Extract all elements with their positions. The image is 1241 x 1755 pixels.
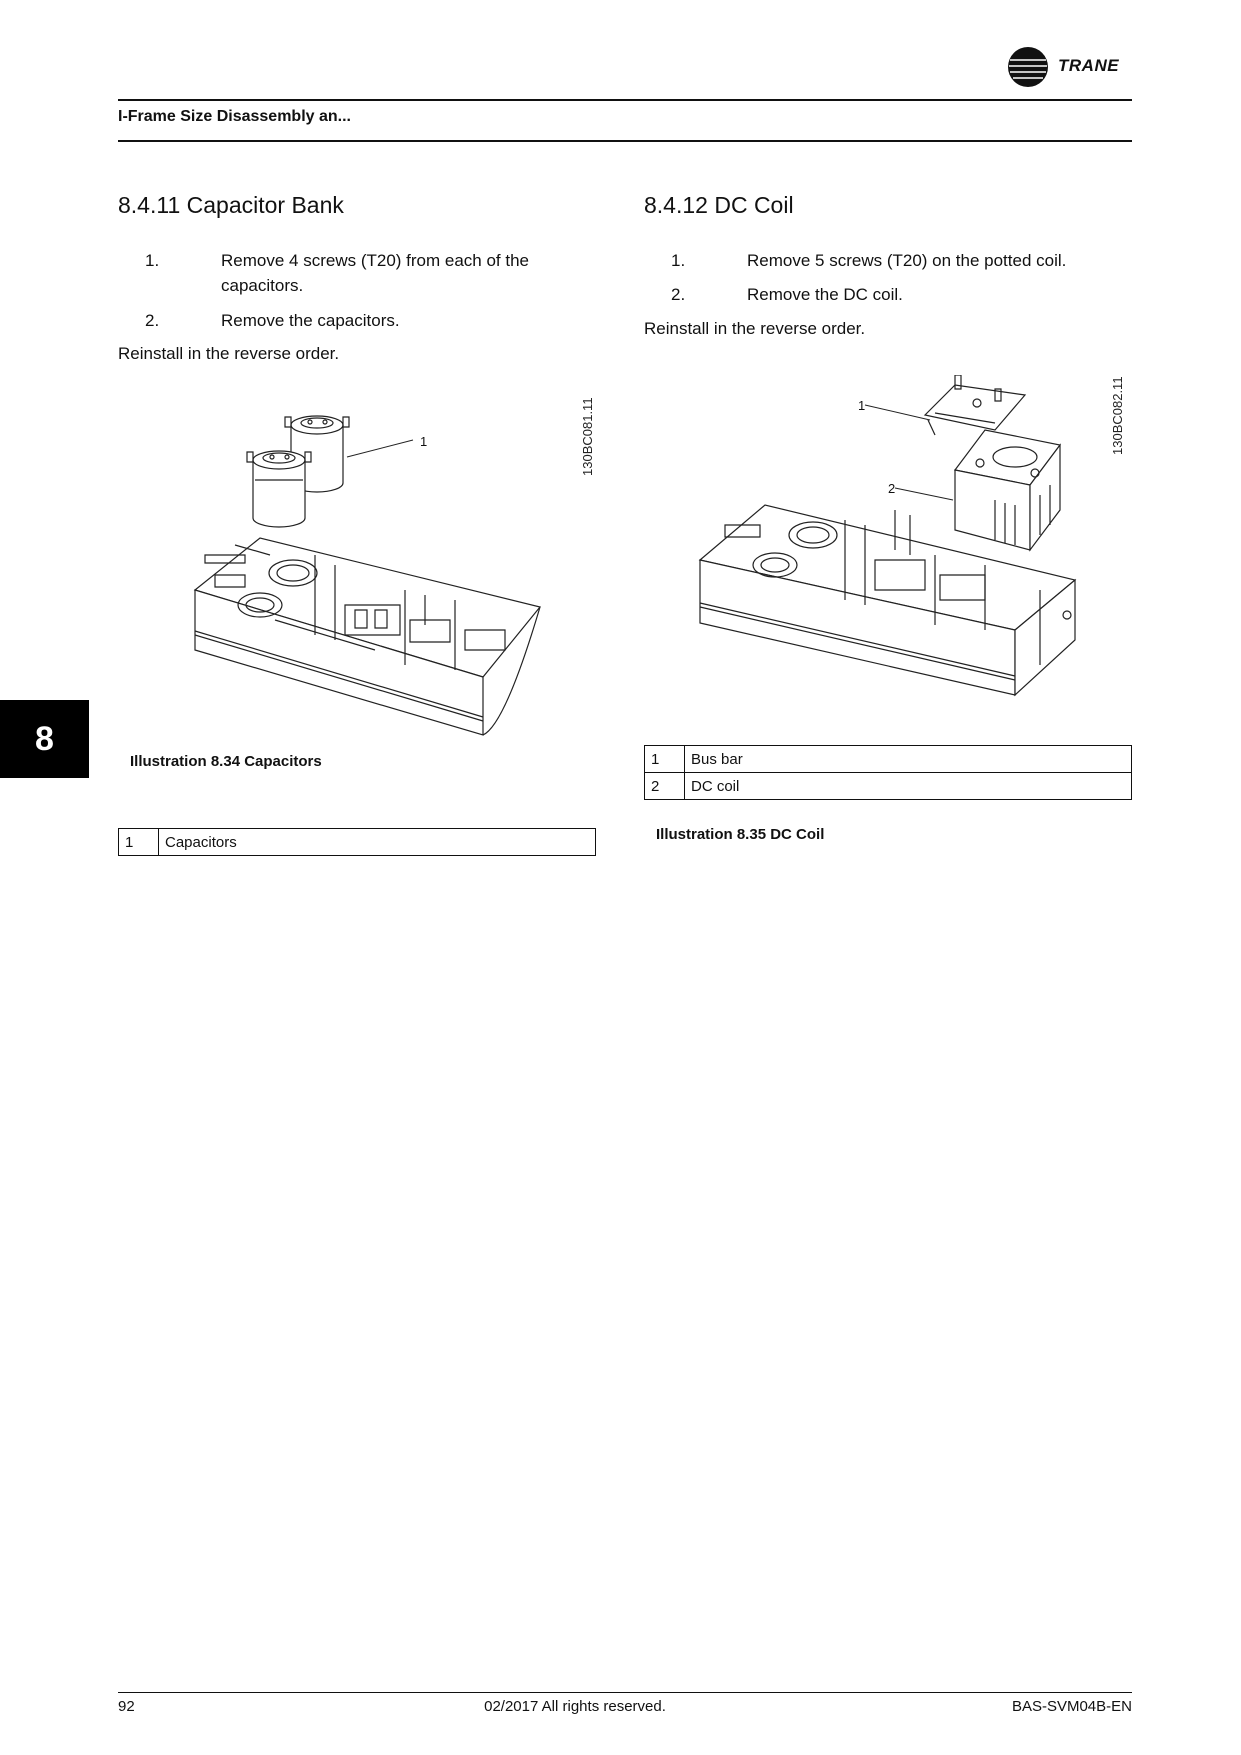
page-number: 92: [118, 1698, 135, 1715]
legend-label: Bus bar: [684, 745, 1132, 773]
dc-coil-illustration: [695, 375, 1090, 725]
legend-table-dc-coil: 1 Bus bar 2 DC coil: [644, 745, 1132, 800]
step-2: 2. Remove the capacitors.: [145, 308, 585, 333]
chapter-tab: 8: [0, 700, 89, 778]
copyright: 02/2017 All rights reserved.: [484, 1698, 666, 1715]
header-rule-bottom: [118, 140, 1132, 142]
step-number: 2.: [145, 311, 160, 330]
trane-globe-icon: [1008, 47, 1048, 87]
brand-name: TRANE: [1058, 56, 1120, 75]
legend-number: 1: [644, 745, 685, 773]
header-rule-top: [118, 99, 1132, 101]
reinstall-note: Reinstall in the reverse order.: [644, 319, 866, 338]
step-number: 1.: [671, 251, 686, 270]
step-text: Remove 5 screws (T20) on the potted coil…: [747, 251, 1067, 270]
step-number: 1.: [145, 251, 160, 270]
caption-capacitors: Illustration 8.34 Capacitors: [130, 753, 322, 770]
step-2: 2. Remove the DC coil.: [671, 282, 1111, 307]
document-id: BAS-SVM04B-EN: [1011, 1698, 1132, 1715]
callout-2: 2: [888, 481, 896, 496]
callout-1: 1: [420, 434, 428, 449]
section-title-dc-coil: 8.4.12 DC Coil: [644, 192, 794, 218]
figure-id-dc-coil: 130BC082.11: [1110, 376, 1125, 455]
step-1: 1. Remove 4 screws (T20) from each of th…: [145, 248, 585, 298]
figure-id-capacitors: 130BC081.11: [580, 397, 595, 476]
step-number: 2.: [671, 285, 686, 304]
section-title-capacitor-bank: 8.4.11 Capacitor Bank: [118, 192, 344, 218]
table-row: 1 Capacitors: [118, 828, 596, 856]
step-text: Remove the capacitors.: [221, 311, 400, 330]
legend-label: Capacitors: [158, 828, 596, 856]
table-row: 1 Bus bar: [644, 745, 1132, 773]
step-text: Remove 4 screws (T20) from each of the c…: [221, 251, 530, 295]
brand-logo: [1007, 46, 1137, 92]
callout-1: 1: [858, 398, 866, 413]
caption-dc-coil: Illustration 8.35 DC Coil: [656, 826, 825, 843]
legend-label: DC coil: [684, 772, 1132, 800]
legend-number: 1: [118, 828, 159, 856]
reinstall-note: Reinstall in the reverse order.: [118, 344, 340, 363]
table-row: 2 DC coil: [644, 772, 1132, 800]
capacitors-illustration: [175, 395, 550, 755]
legend-number: 2: [644, 772, 685, 800]
footer-rule: [118, 1692, 1132, 1693]
running-title: I-Frame Size Disassembly an...: [118, 108, 351, 125]
legend-table-capacitors: 1 Capacitors: [118, 828, 596, 856]
step-text: Remove the DC coil.: [747, 285, 903, 304]
step-1: 1. Remove 5 screws (T20) on the potted c…: [671, 248, 1111, 273]
